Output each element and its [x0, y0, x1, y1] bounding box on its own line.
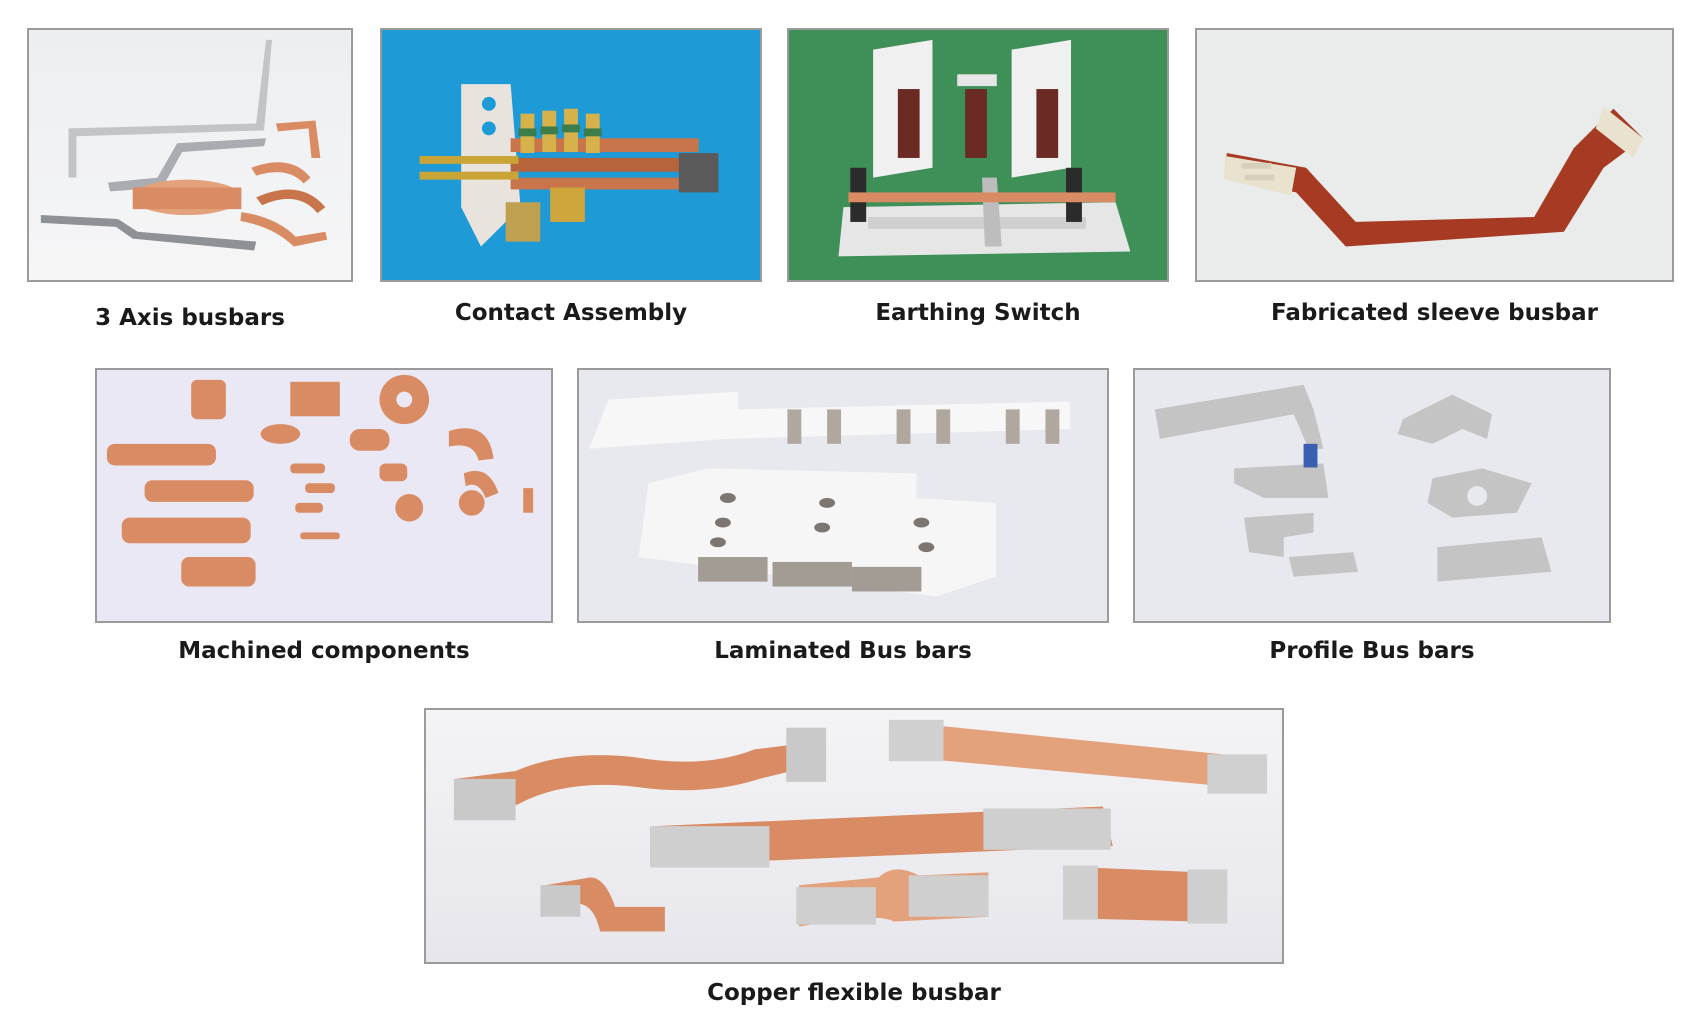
product-photo-3-axis-busbars [27, 28, 353, 282]
product-caption: Contact Assembly [454, 300, 688, 326]
product-caption: Laminated Bus bars [714, 638, 972, 664]
product-photo-fabricated-sleeve-busbar [1195, 28, 1674, 282]
product-photo-earthing-switch [787, 28, 1169, 282]
product-photo-machined-components [95, 368, 553, 623]
product-photo-copper-flexible-busbar [424, 708, 1284, 964]
product-caption: Copper flexible busbar [707, 980, 1001, 1006]
product-photo-contact-assembly [380, 28, 762, 282]
product-caption: Earthing Switch [875, 300, 1081, 326]
product-caption: Fabricated sleeve busbar [1270, 300, 1599, 326]
product-photo-profile-bus-bars [1133, 368, 1611, 623]
product-caption: 3 Axis busbars [95, 305, 285, 331]
product-caption: Profile Bus bars [1269, 638, 1475, 664]
product-photo-laminated-bus-bars [577, 368, 1109, 623]
product-caption: Machined components [178, 638, 470, 664]
